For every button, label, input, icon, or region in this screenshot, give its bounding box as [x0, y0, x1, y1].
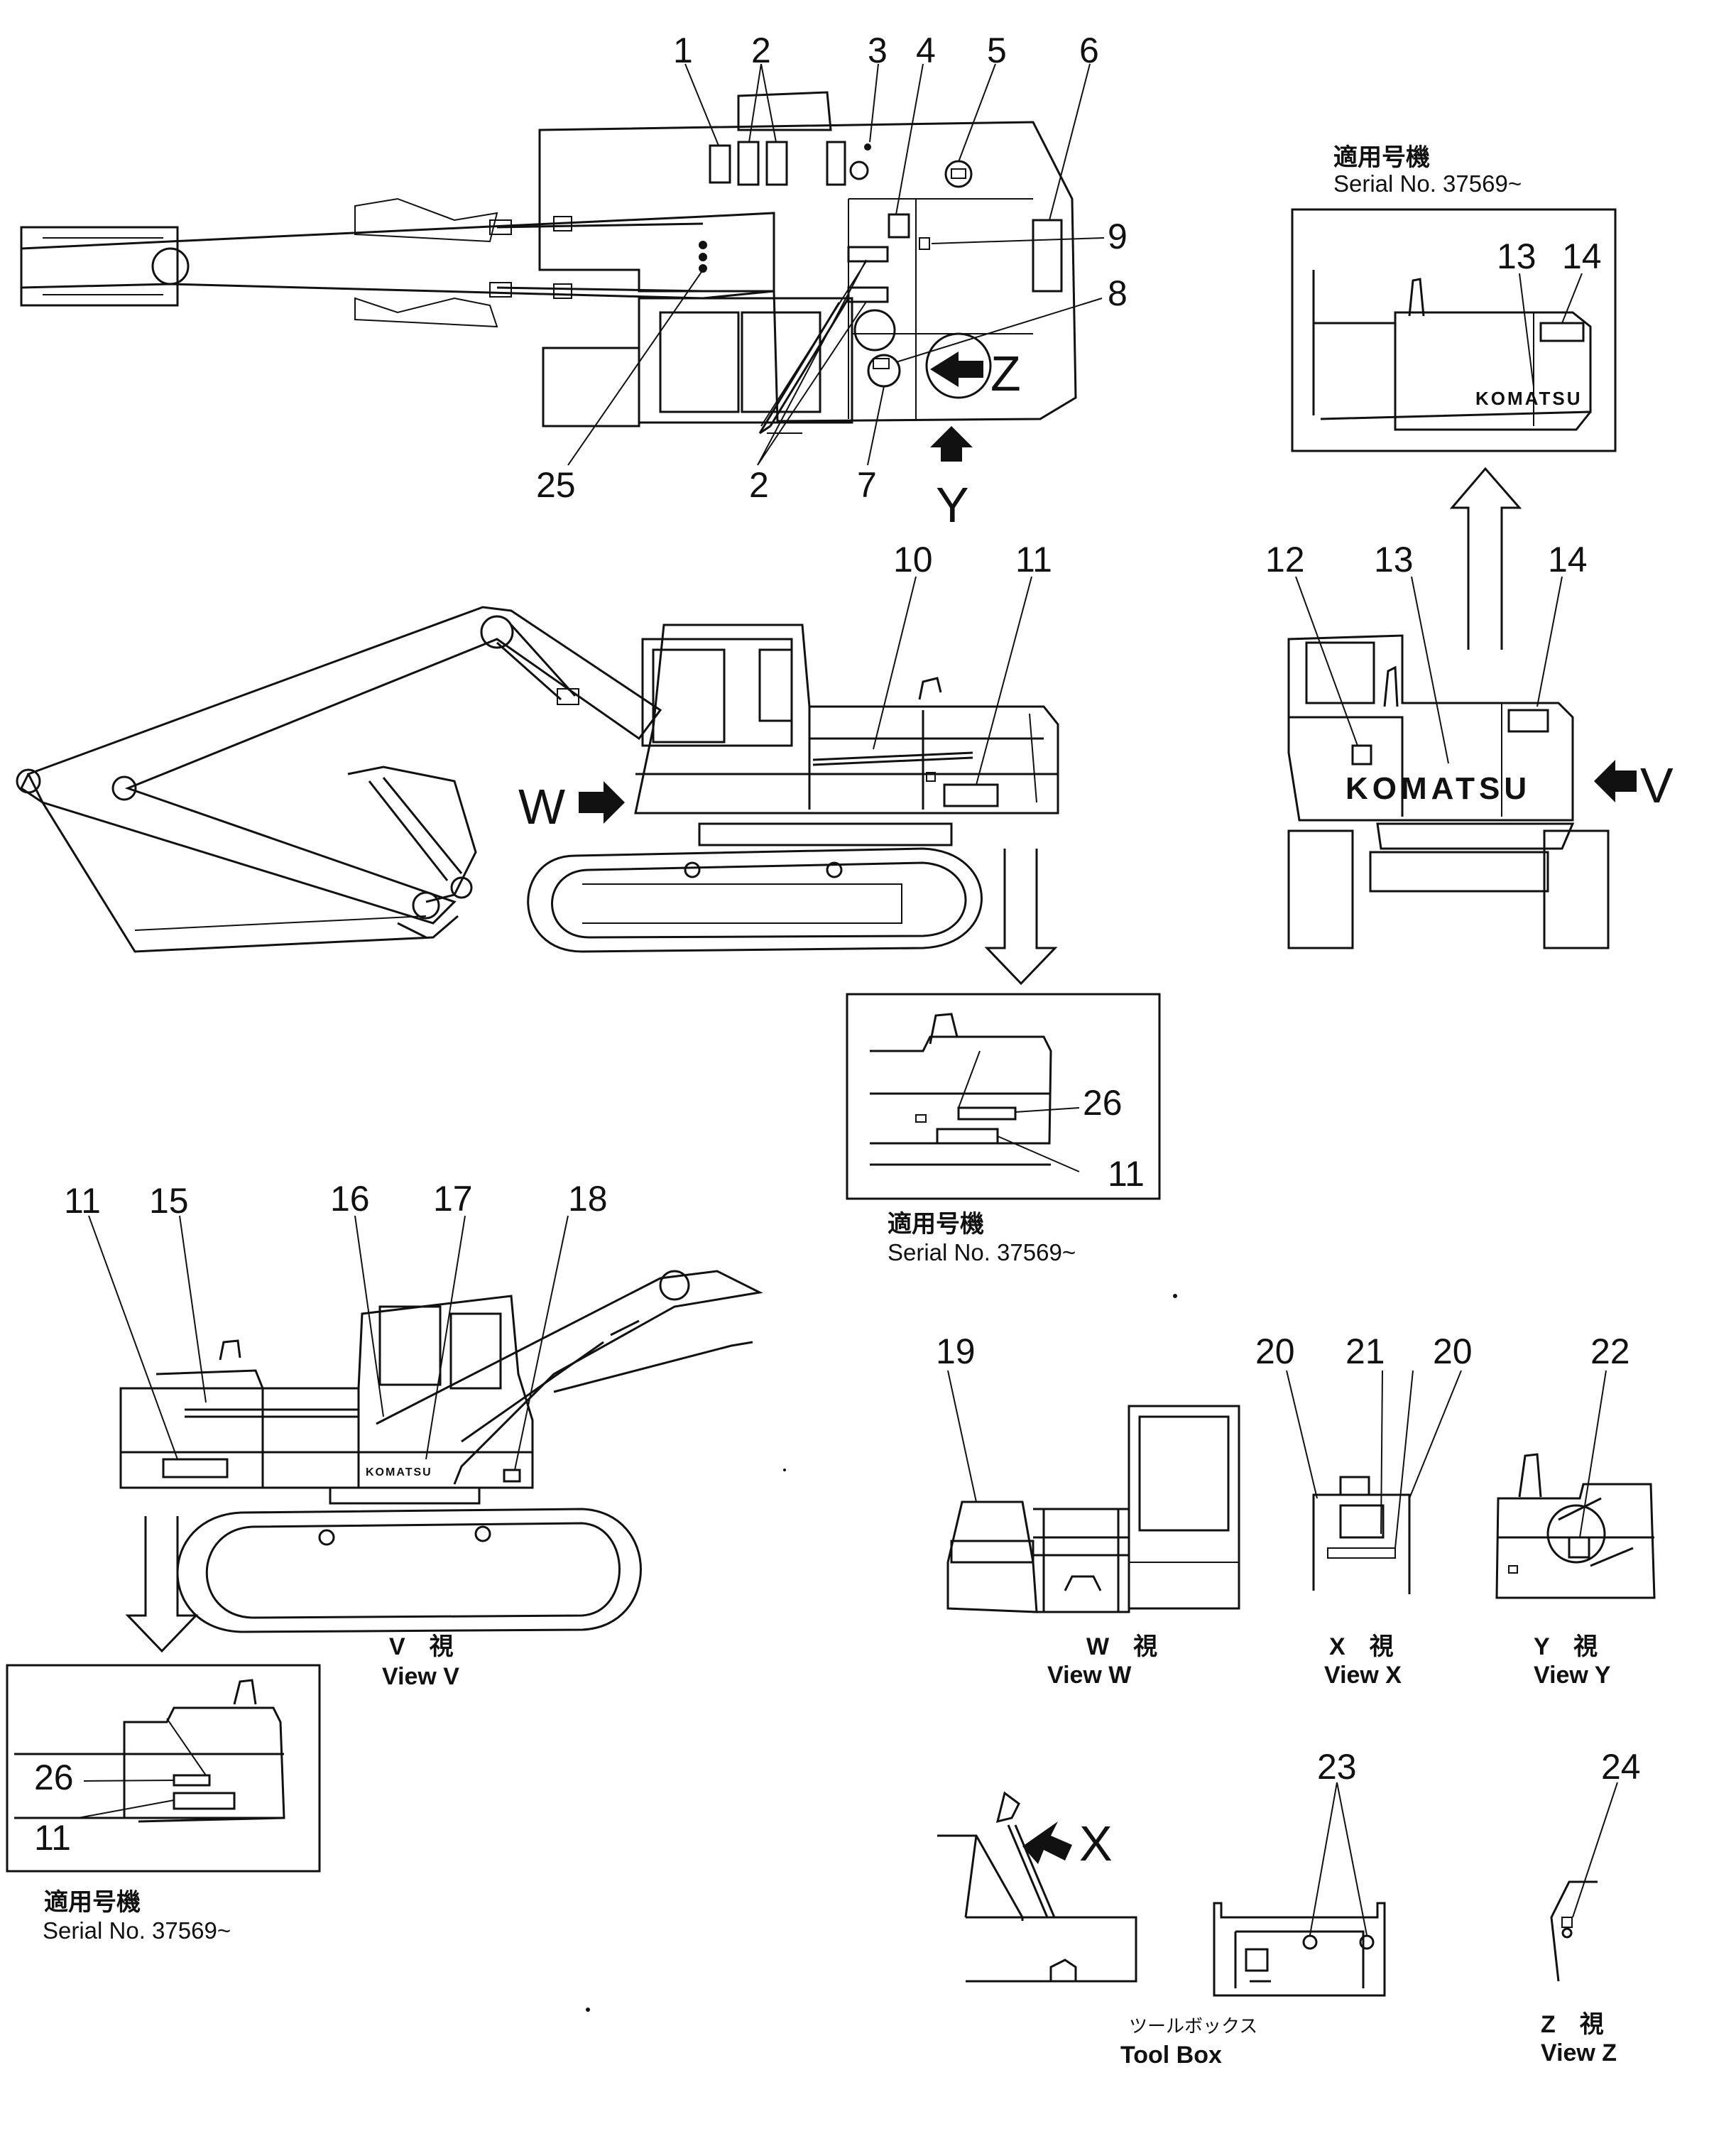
callout-20-right: 20: [1433, 1331, 1473, 1371]
callout-21: 21: [1345, 1331, 1385, 1371]
callout-2-top: 2: [751, 31, 771, 70]
inset-front: 適用号機 Serial No. 37569~ KOMATSU 13 14: [1291, 144, 1617, 452]
callout-11-side: 11: [1015, 540, 1052, 579]
view-w-arrow-label: W: [518, 779, 565, 834]
serial-jp-front: 適用号機: [1333, 144, 1430, 171]
callout-24: 24: [1601, 1747, 1641, 1787]
view-x: 20 21 20 X 視 View X: [1255, 1331, 1473, 1689]
callout-11-inset-view-v: 11: [34, 1818, 71, 1858]
callout-11-inset: 11: [1108, 1154, 1145, 1194]
view-y-arrow-label: Y: [936, 477, 969, 533]
view-x-location: X: [937, 1791, 1137, 1983]
callout-26-inset: 26: [1083, 1083, 1123, 1123]
callout-3: 3: [868, 31, 888, 70]
callout-18: 18: [568, 1179, 608, 1219]
brand-front: KOMATSU: [1345, 771, 1531, 806]
callout-20-left: 20: [1255, 1331, 1295, 1371]
view-y-caption: View Y: [1534, 1662, 1611, 1689]
callout-13-inset: 13: [1497, 236, 1536, 276]
serial-jp-view-v: 適用号機: [44, 1889, 141, 1916]
callout-17: 17: [433, 1179, 473, 1219]
view-x-arrow-label: X: [1079, 1816, 1113, 1871]
serial-text-side: Serial No. 37569~: [888, 1239, 1076, 1265]
view-v-caption-jp: V 視: [389, 1633, 454, 1660]
callout-6: 6: [1079, 31, 1099, 70]
view-w-caption-jp: W 視: [1086, 1633, 1157, 1660]
callout-26-view-v: 26: [34, 1758, 74, 1797]
callout-12: 12: [1265, 540, 1305, 579]
view-x-caption-jp: X 視: [1329, 1633, 1394, 1660]
tool-box-caption: Tool Box: [1120, 2042, 1222, 2069]
front-view: KOMATSU V 12 13 14: [1265, 467, 1674, 949]
view-y: 22 Y 視 View Y: [1495, 1331, 1656, 1689]
serial-text-view-v: Serial No. 37569~: [43, 1917, 231, 1944]
callout-16: 16: [330, 1179, 370, 1219]
view-y-caption-jp: Y 視: [1534, 1633, 1598, 1660]
callout-10: 10: [893, 540, 933, 579]
view-x-caption: View X: [1324, 1662, 1402, 1689]
callout-8: 8: [1108, 273, 1128, 313]
callout-4: 4: [916, 31, 936, 70]
view-z-caption-jp: Z 視: [1541, 2011, 1604, 2038]
brand-view-v: KOMATSU: [366, 1466, 432, 1478]
serial-text-front: Serial No. 37569~: [1333, 170, 1522, 197]
brand-inset-front: KOMATSU: [1475, 388, 1583, 409]
callout-14-front: 14: [1548, 540, 1588, 579]
view-v-caption: View V: [382, 1663, 459, 1690]
callout-14-inset: 14: [1562, 236, 1602, 276]
callout-13-front: 13: [1374, 540, 1414, 579]
view-w-caption: View W: [1047, 1662, 1132, 1689]
callout-7: 7: [857, 465, 877, 505]
callout-9: 9: [1108, 217, 1128, 256]
callout-1: 1: [673, 31, 693, 70]
view-z-arrow-label: Z: [990, 346, 1021, 401]
side-view-right: W 10 11: [16, 540, 1059, 986]
callout-22: 22: [1590, 1331, 1630, 1371]
callout-19: 19: [936, 1331, 976, 1371]
view-z-caption: View Z: [1541, 2039, 1617, 2066]
tool-box-caption-jp: ツールボックス: [1129, 2015, 1257, 2037]
inset-side-right: 26 11 適用号機 Serial No. 37569~: [846, 993, 1161, 1265]
callout-5: 5: [987, 31, 1007, 70]
view-w: 19 W 視 View W: [936, 1331, 1240, 1689]
callout-2-bottom: 2: [749, 465, 769, 505]
view-z: 24 Z 視 View Z: [1541, 1747, 1641, 2066]
serial-jp-side: 適用号機: [888, 1211, 984, 1238]
callout-11-view-v: 11: [64, 1181, 101, 1221]
view-v-arrow-label: V: [1640, 758, 1674, 813]
view-v: KOMATSU 11 15 16 17 18 V 視 View V: [64, 1179, 763, 1690]
callout-25: 25: [536, 465, 576, 505]
callout-15: 15: [149, 1181, 189, 1221]
inset-view-v: 26 11 適用号機 Serial No. 37569~: [6, 1664, 321, 1944]
top-view: Z Y 1 2 3 4 5 6 9 8 25 2 7: [20, 31, 1128, 533]
callout-23: 23: [1317, 1747, 1357, 1787]
tool-box: 23 ツールボックス Tool Box: [1120, 1747, 1386, 2069]
